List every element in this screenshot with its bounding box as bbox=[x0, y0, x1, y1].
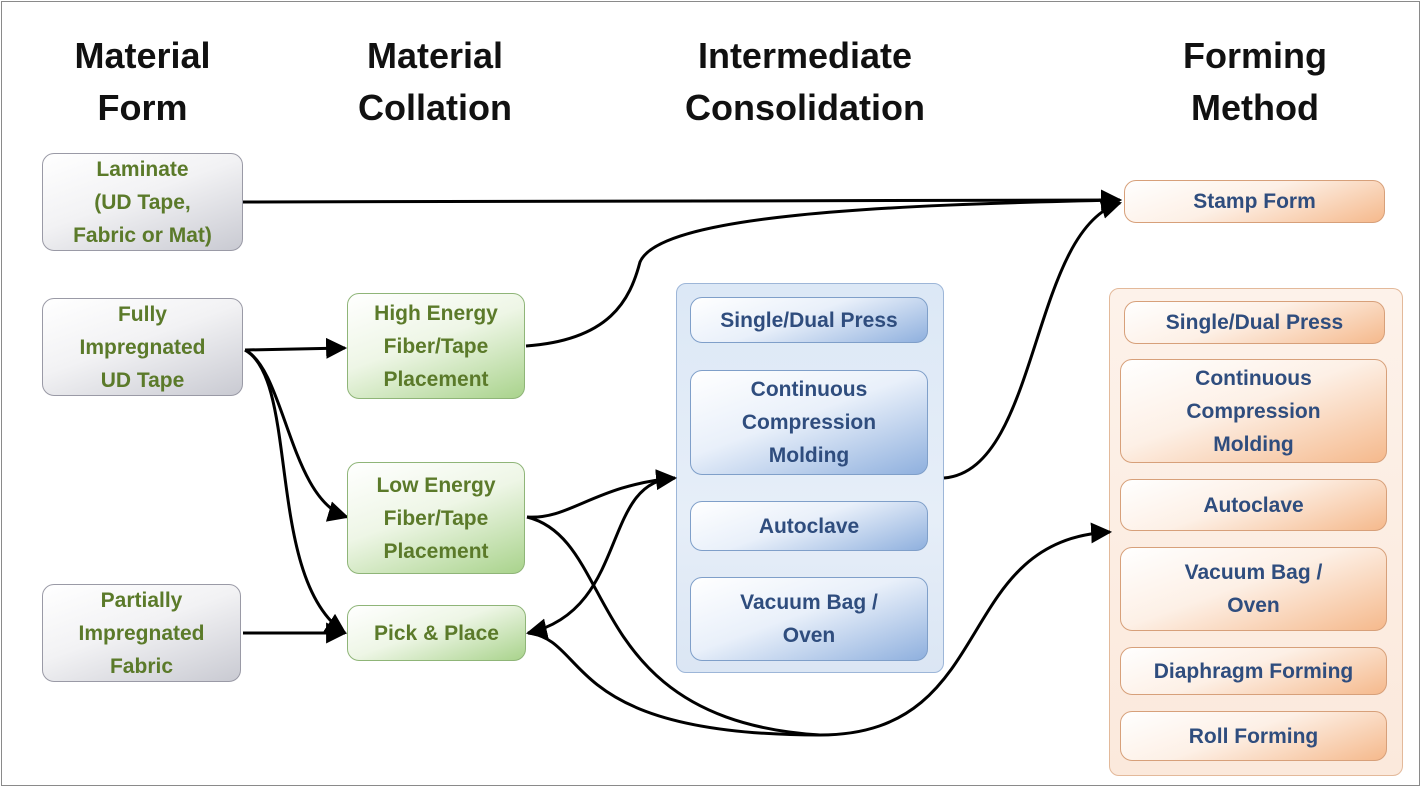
ic-single-dual-press-box: Single/Dual Press bbox=[690, 297, 928, 343]
connector-fully-high bbox=[244, 337, 348, 359]
fm-continuous-compression-molding-box: Continuous Compression Molding bbox=[1120, 359, 1387, 463]
fm-single-dual-press-box: Single/Dual Press bbox=[1124, 301, 1385, 344]
header-forming-method: Forming Method bbox=[1150, 30, 1360, 134]
connector-pick-forming bbox=[527, 631, 821, 737]
header-line: Intermediate bbox=[697, 35, 913, 76]
connector-fully-low bbox=[244, 348, 350, 522]
connector-low-forming bbox=[526, 515, 821, 737]
fm-autoclave-box: Autoclave bbox=[1120, 479, 1387, 531]
header-line: Collation bbox=[358, 87, 512, 128]
header-line: Form bbox=[97, 87, 188, 128]
ic-continuous-compression-molding-box: Continuous Compression Molding bbox=[690, 370, 928, 475]
partially-impregnated-fabric-box: Partially Impregnated Fabric bbox=[42, 584, 241, 682]
ic-autoclave-box: Autoclave bbox=[690, 501, 928, 551]
stamp-form-box: Stamp Form bbox=[1124, 180, 1385, 223]
header-line: Material bbox=[74, 35, 211, 76]
fm-vacuum-bag-oven-box: Vacuum Bag / Oven bbox=[1120, 547, 1387, 631]
header-line: Material bbox=[366, 35, 504, 76]
pick-and-place-box: Pick & Place bbox=[347, 605, 526, 661]
connector-high-energy-stamp bbox=[525, 189, 1123, 348]
header-material-collation: Material Collation bbox=[330, 30, 540, 134]
fully-impregnated-ud-tape-box: Fully Impregnated UD Tape bbox=[42, 298, 243, 396]
header-line: Method bbox=[1191, 87, 1319, 128]
low-energy-placement-box: Low Energy Fiber/Tape Placement bbox=[347, 462, 525, 574]
connector-laminate-stamp bbox=[242, 189, 1123, 211]
connector-bottom-to-forming bbox=[819, 522, 1113, 737]
connector-consolidation-pick bbox=[525, 476, 676, 640]
roll-forming-box: Roll Forming bbox=[1120, 711, 1387, 761]
diaphragm-forming-box: Diaphragm Forming bbox=[1120, 647, 1387, 695]
connector-ccm-stamp bbox=[943, 198, 1123, 480]
header-intermediate-consolidation: Intermediate Consolidation bbox=[660, 30, 950, 134]
header-line: Consolidation bbox=[685, 87, 925, 128]
header-material-form: Material Form bbox=[40, 30, 245, 134]
connector-low-consolidation bbox=[526, 469, 678, 519]
high-energy-placement-box: High Energy Fiber/Tape Placement bbox=[347, 293, 525, 399]
ic-vacuum-bag-oven-box: Vacuum Bag / Oven bbox=[690, 577, 928, 661]
header-line: Forming bbox=[1183, 35, 1327, 76]
connector-fully-pick bbox=[244, 348, 347, 635]
laminate-box: Laminate (UD Tape, Fabric or Mat) bbox=[42, 153, 243, 251]
